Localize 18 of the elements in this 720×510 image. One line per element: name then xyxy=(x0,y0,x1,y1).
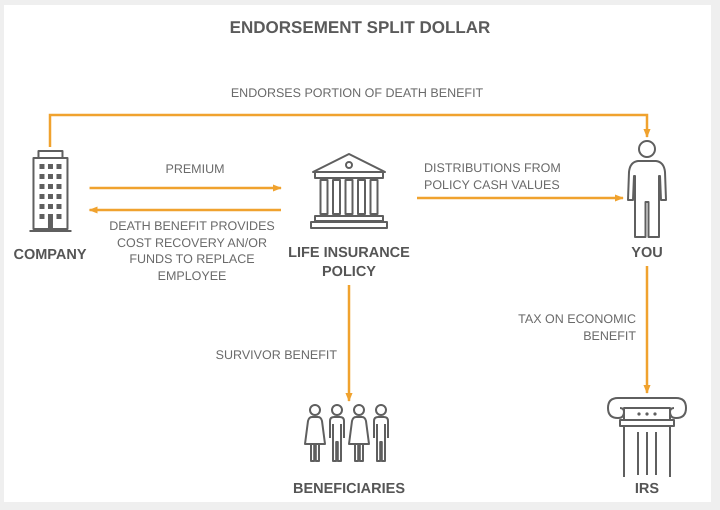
arrow xyxy=(90,184,282,192)
node-label: COMPANY xyxy=(13,246,87,265)
edge-label: ENDORSES PORTION OF DEATH BENEFIT xyxy=(230,85,484,102)
edge-label: SURVIVOR BENEFIT xyxy=(214,347,337,364)
edge-label: TAX ON ECONOMIC BENEFIT xyxy=(517,311,636,344)
diagram-title: ENDORSEMENT SPLIT DOLLAR xyxy=(228,18,492,38)
arrow xyxy=(417,194,624,202)
edge-label: PREMIUM xyxy=(164,161,226,178)
edge-label: DEATH BENEFIT PROVIDES COST RECOVERY AN/OR FUNDS TO REPLACE EMPLOYEE xyxy=(108,218,276,284)
node-label: LIFE INSURANCE POLICY xyxy=(287,244,411,282)
node-label: BENEFICIARIES xyxy=(293,480,405,499)
node-label: YOU xyxy=(631,244,663,263)
edge-label: DISTRIBUTIONS FROM POLICY CASH VALUES xyxy=(424,160,562,193)
arrow xyxy=(88,206,281,214)
arrow xyxy=(643,266,651,394)
arrow xyxy=(345,285,353,402)
node-label: IRS xyxy=(634,480,660,499)
arrow xyxy=(48,114,651,147)
